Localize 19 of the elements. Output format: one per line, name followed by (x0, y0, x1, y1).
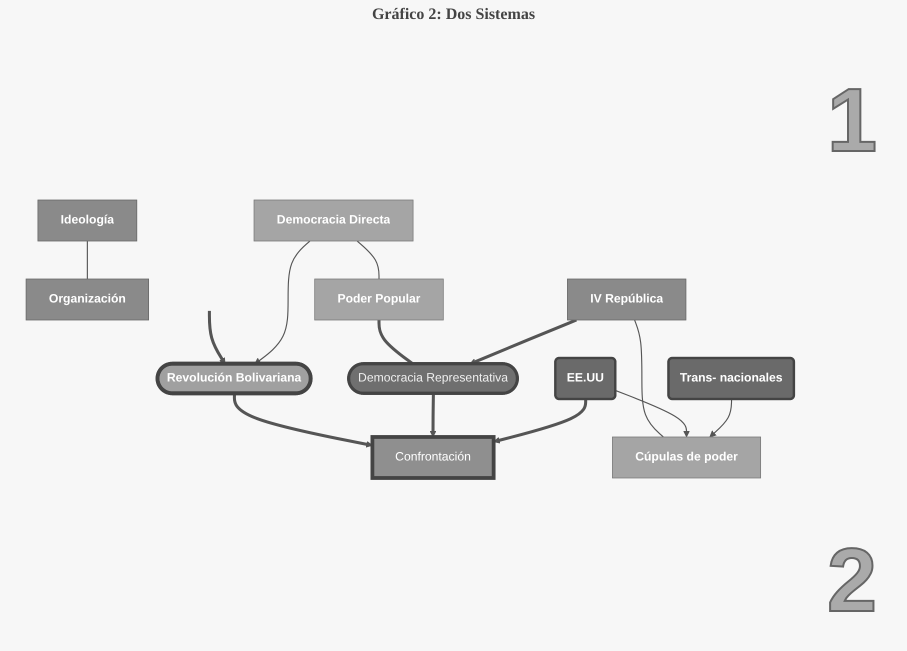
node-box: Cúpulas de poder (612, 436, 762, 478)
node-box: Organización (26, 278, 150, 320)
arrow (493, 399, 588, 444)
arrow (709, 399, 732, 438)
node-box: IV República (567, 278, 686, 320)
node-box: Democracia Directa (254, 200, 414, 242)
connector (356, 240, 380, 279)
arrow (208, 310, 226, 364)
section-number: 1 (826, 70, 877, 173)
connector (634, 320, 664, 438)
connector (86, 241, 88, 279)
arrow (254, 240, 310, 364)
arrow (615, 390, 690, 438)
diagram-title: Gráfico 2: Dos Sistemas (370, 6, 536, 24)
section-number: 2 (826, 530, 877, 633)
arrow (430, 394, 436, 438)
node-box: Confrontación (370, 435, 496, 480)
node-box: Poder Popular (314, 278, 444, 320)
node-box: Ideología (38, 200, 138, 242)
